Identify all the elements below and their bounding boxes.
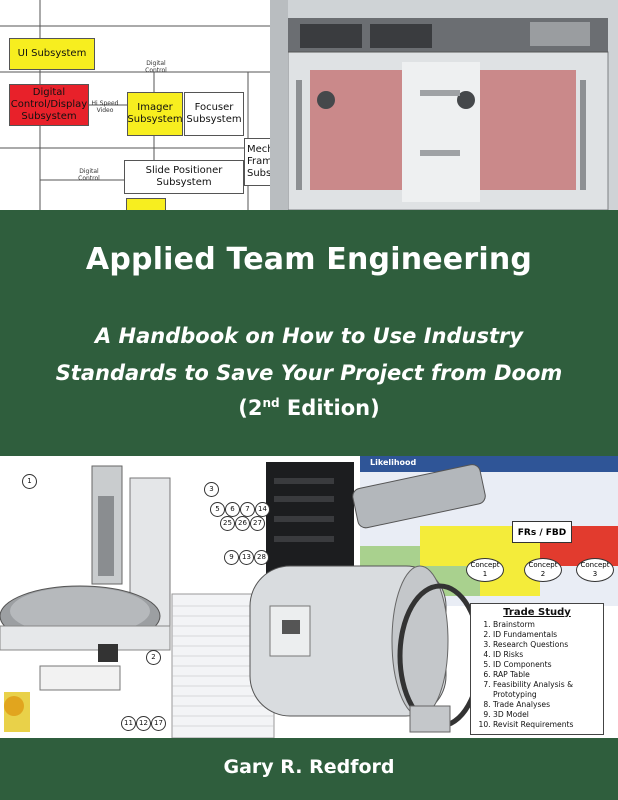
focuser-subsystem-block: Focuser Subsystem (184, 92, 244, 136)
callout-13: 13 (239, 550, 254, 565)
partial-yellow-block (126, 198, 166, 210)
concept-2-number: 2 (540, 570, 546, 578)
signal-hi-speed-video: Hi Speed Video (91, 100, 119, 114)
subtitle-line-2: Standards to Save Your Project from Doom (55, 361, 563, 385)
imager-subsystem-block: Imager Subsystem (127, 92, 183, 136)
book-subtitle: A Handbook on How to Use Industry Standa… (0, 318, 618, 392)
signal-digital-control-left: Digital Control (78, 168, 100, 182)
book-title: Applied Team Engineering (85, 242, 533, 277)
trade-step: Research Questions (493, 640, 603, 650)
author-band: Gary R. Redford (0, 738, 618, 800)
top-image-band: UI Subsystem Digital Control/Display Sub… (0, 0, 618, 210)
signal-digital-control-top: Digital Control (145, 60, 167, 74)
edition-suffix: Edition) (279, 396, 380, 420)
callout-6: 6 (225, 502, 240, 517)
trade-step: Trade Analyses (493, 700, 603, 710)
frs-fbd-box: FRs / FBD (512, 521, 572, 543)
bottom-image-collage: 1 3 5 6 7 14 25 26 27 9 13 28 2 11 12 17… (0, 456, 618, 738)
slide-positioner-block: Slide Positioner Subsystem (124, 160, 244, 194)
subtitle-line-1: A Handbook on How to Use Industry (94, 324, 524, 348)
concept-1-label: Concept (470, 561, 500, 569)
trade-step: ID Fundamentals (493, 630, 603, 640)
callout-3: 3 (204, 482, 219, 497)
concept-2-label: Concept (528, 561, 558, 569)
callout-2: 2 (146, 650, 161, 665)
enclosure-render (270, 0, 618, 210)
ui-subsystem-block: UI Subsystem (9, 38, 95, 70)
trade-study-title: Trade Study (503, 607, 571, 618)
callout-17: 17 (151, 716, 166, 731)
edition-prefix: (2 (238, 396, 263, 420)
title-band: Applied Team Engineering A Handbook on H… (0, 210, 618, 456)
trade-step: ID Risks (493, 650, 603, 660)
trade-step: Revisit Requirements (493, 720, 603, 730)
edition-label: (2nd Edition) (0, 396, 618, 420)
trade-step: RAP Table (493, 670, 603, 680)
trade-step: ID Components (493, 660, 603, 670)
callout-12: 12 (136, 716, 151, 731)
callout-14: 14 (255, 502, 270, 517)
callout-25: 25 (220, 516, 235, 531)
callout-7: 7 (240, 502, 255, 517)
trade-step: Feasibility Analysis & Prototyping (493, 680, 603, 700)
callout-26: 26 (235, 516, 250, 531)
callout-9: 9 (224, 550, 239, 565)
digital-control-display-block: Digital Control/Display Subsystem (9, 84, 89, 126)
trade-study-steps: Brainstorm ID Fundamentals Research Ques… (471, 620, 603, 730)
mechanical-frame-block-partial: Mecha Fram Subsy (244, 138, 274, 186)
callout-1: 1 (22, 474, 37, 489)
likelihood-header: Likelihood (370, 458, 417, 467)
collage-illustration (0, 456, 618, 738)
trade-step: Brainstorm (493, 620, 603, 630)
callout-27: 27 (250, 516, 265, 531)
trade-study-box: Trade Study Brainstorm ID Fundamentals R… (470, 603, 604, 735)
concept-3-label: Concept (580, 561, 610, 569)
concept-1-number: 1 (482, 570, 488, 578)
author-name: Gary R. Redford (223, 756, 395, 778)
callout-11: 11 (121, 716, 136, 731)
callout-5: 5 (210, 502, 225, 517)
concept-3-number: 3 (592, 570, 598, 578)
block-diagram-lines (0, 0, 270, 210)
callout-28: 28 (254, 550, 269, 565)
trade-step: 3D Model (493, 710, 603, 720)
enclosure-illustration (270, 0, 618, 210)
edition-superscript: nd (262, 396, 280, 410)
